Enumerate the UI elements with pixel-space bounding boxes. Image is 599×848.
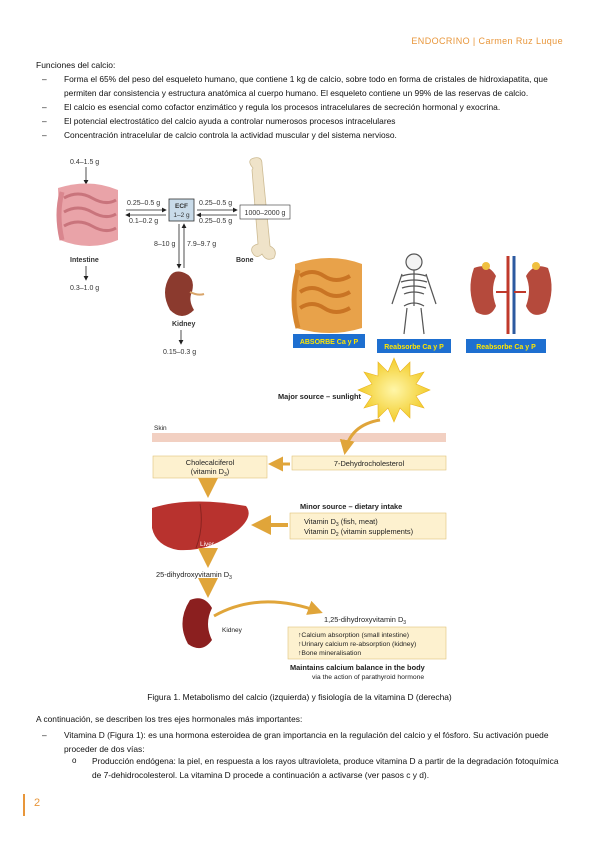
- major-source-label: Major source – sunlight: [278, 392, 361, 401]
- kidney-icon: [182, 598, 212, 649]
- list-item: Concentración intracelular de calcio con…: [36, 128, 566, 142]
- skeleton-icon: [391, 253, 437, 335]
- kidney-label: Kidney: [222, 627, 243, 634]
- figure-caption: Figura 1. Metabolismo del calcio (izquie…: [147, 692, 452, 702]
- label-reabsorbe-kidney-text: Reabsorbe Ca y P: [476, 344, 536, 351]
- bone-value-box: [239, 204, 291, 220]
- cholecalciferol-sub: (vitamin D3): [191, 467, 230, 478]
- secretion-label: 0.1–0.2 g: [129, 218, 158, 225]
- calcium-functions-list: Forma el 65% del peso del esqueleto huma…: [36, 72, 566, 142]
- effect-absorption: ↑Calcium absorption (small intestine): [298, 632, 409, 639]
- kidney-icon: [165, 271, 205, 316]
- metabolite-25-label: 25-dihydroxyvitamin D3: [156, 570, 232, 581]
- list-item: Producción endógena: la piel, en respues…: [64, 754, 566, 782]
- filtered-label: 8–10 g: [154, 241, 176, 248]
- d3-food: Vitamin D3 (fish, meat): [304, 517, 378, 528]
- figure-1: 0.4–1.5 g Intestine 0.3–1.0 g 0.25–0.5 g…: [56, 157, 552, 681]
- sun-icon: [357, 357, 431, 423]
- liver-icon: [152, 501, 249, 551]
- absorption-label: 0.25–0.5 g: [127, 200, 160, 207]
- effects-box: [287, 626, 447, 660]
- effect-reabsorption: ↑Urinary calcium re-absorption (kidney): [298, 641, 416, 648]
- hormonal-axes-list: Vitamina D (Figura 1): es una hormona es…: [36, 728, 566, 756]
- label-reabsorbe-bone: [377, 339, 451, 353]
- ecf-title: ECF: [175, 203, 188, 210]
- list-item: Vitamina D (Figura 1): es una hormona es…: [36, 728, 566, 756]
- bone-value: 1000–2000 g: [245, 210, 286, 217]
- calcium-metabolism-diagram: 0.4–1.5 g Intestine 0.3–1.0 g 0.25–0.5 g…: [56, 157, 291, 356]
- vitamin-d-diagram: Major source – sunlight Skin Cholecalcif…: [152, 357, 447, 681]
- kidney-label: Kidney: [172, 321, 195, 328]
- section-title: Funciones del calcio:: [36, 60, 116, 70]
- page-number: 2: [34, 797, 41, 809]
- intake-label: 0.4–1.5 g: [70, 159, 99, 166]
- skin-label: Skin: [154, 425, 167, 432]
- ecf-value: 1–2 g: [173, 212, 190, 219]
- organ-panels: ABSORBE Ca y P Reabsorbe Ca y P Reabsorb…: [291, 253, 552, 353]
- label-reabsorbe-bone-text: Reabsorbe Ca y P: [384, 344, 444, 351]
- dietary-box: [289, 512, 447, 540]
- dehydrocholesterol-box: [291, 455, 447, 471]
- label-absorbe-text: ABSORBE Ca y P: [300, 339, 359, 346]
- list-item: Forma el 65% del peso del esqueleto huma…: [36, 72, 566, 100]
- running-header: ENDOCRINO | Carmen Ruz Luque: [411, 36, 563, 46]
- intestine-label: Intestine: [70, 257, 99, 264]
- reabsorbed-label: 7.9–9.7 g: [187, 241, 216, 248]
- urine-label: 0.15–0.3 g: [163, 349, 196, 356]
- bone-resorption-label: 0.25–0.5 g: [199, 218, 232, 225]
- label-reabsorbe-kidney: [466, 339, 546, 353]
- kidneys-icon: [470, 256, 552, 334]
- list-item: El potencial electrostático del calcio a…: [36, 114, 566, 128]
- fecal-output-label: 0.3–1.0 g: [70, 285, 99, 292]
- effect-mineralisation: ↑Bone mineralisation: [298, 650, 361, 657]
- page-number-bar: [23, 794, 25, 816]
- maintains-label: Maintains calcium balance in the body: [290, 663, 426, 672]
- vitamin-d-sources-list: Producción endógena: la piel, en respues…: [64, 754, 566, 782]
- label-absorbe: [293, 334, 365, 348]
- bone-label: Bone: [236, 257, 254, 264]
- intestine-photo-icon: [291, 258, 362, 333]
- intro-text: A continuación, se describen los tres ej…: [36, 714, 303, 724]
- d2-food: Vitamin D2 (vitamin supplements): [304, 527, 413, 538]
- via-pth-label: via the action of parathyroid hormone: [312, 674, 424, 681]
- list-item: El calcio es esencial como cofactor enzi…: [36, 100, 566, 114]
- metabolite-125-label: 1,25-dihydroxyvitamin D3: [324, 615, 406, 626]
- cholecalciferol-label: Cholecalciferol: [186, 458, 235, 467]
- liver-label: Liver: [200, 541, 215, 548]
- skin-band: [152, 433, 446, 442]
- ecf-box: [168, 198, 195, 222]
- minor-source-label: Minor source – dietary intake: [300, 502, 402, 511]
- intestine-icon: [56, 183, 118, 246]
- dehydrocholesterol-label: 7-Dehydrocholesterol: [334, 459, 405, 468]
- bone-deposit-label: 0.25–0.5 g: [199, 200, 232, 207]
